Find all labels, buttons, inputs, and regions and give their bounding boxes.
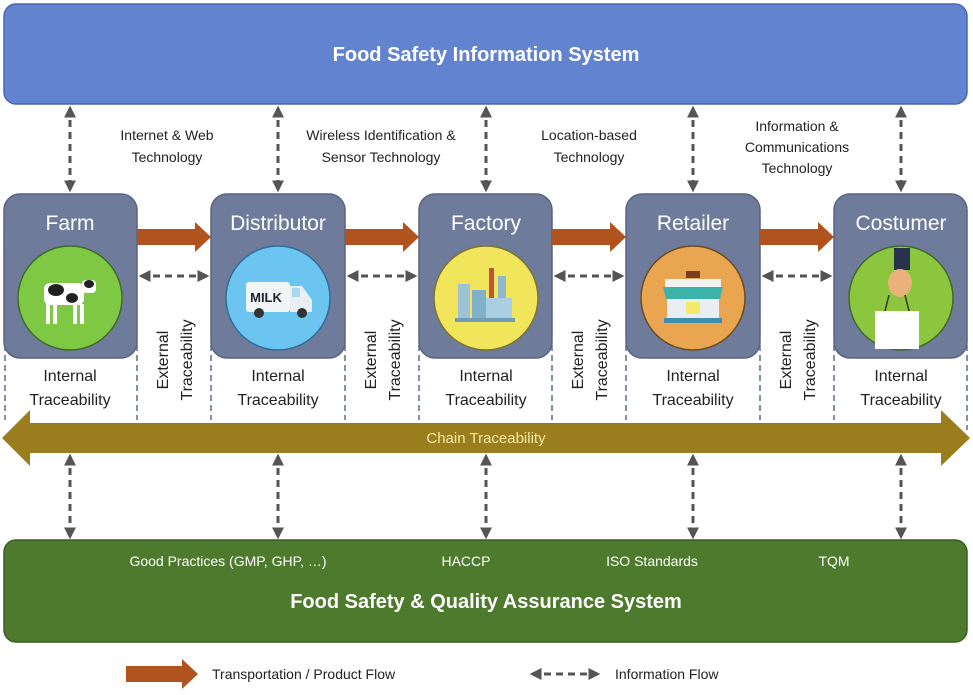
technology-labels: Internet & Web Technology Wireless Ident… [120,118,849,176]
factory-icon [433,245,539,351]
stage-label: Farm [46,212,95,235]
cow-icon [17,245,123,351]
external-label: External [155,331,172,390]
tech-label: Technology [762,160,833,176]
external-label: External [570,331,587,390]
stage-distributor: Distributor MILK [210,193,346,359]
external-label: Traceability [802,319,819,400]
internal-label: Traceability [652,392,733,409]
product-flow-arrow [760,222,834,252]
stage-label: Factory [451,212,522,235]
tech-label: Wireless Identification & [306,127,456,143]
internal-label: Traceability [29,392,110,409]
stage-costumer: Costumer [833,193,968,359]
external-label: Traceability [179,319,196,400]
legend: Transportation / Product Flow Informatio… [126,659,719,689]
stage-label: Retailer [657,212,729,235]
tech-label: Information & [755,118,839,134]
external-traceability-labels: External Traceability External Traceabil… [155,319,819,400]
tech-label: Location-based [541,127,637,143]
internal-label: Traceability [860,392,941,409]
stage-label: Distributor [230,212,326,235]
legend-information-flow: Information Flow [615,666,719,682]
product-flow-arrow [552,222,626,252]
product-flow-arrows [137,222,834,252]
external-label: Traceability [594,319,611,400]
food-safety-information-system: Food Safety Information System [3,3,968,105]
store-icon [640,245,746,351]
chain-traceability-arrow: Chain Traceability [2,410,970,466]
external-label: External [778,331,795,390]
product-flow-arrow [345,222,419,252]
internal-label: Internal [459,368,512,385]
milk-label: MILK [250,290,282,305]
bottom-system-title: Food Safety & Quality Assurance System [290,591,682,613]
internal-label: Internal [874,368,927,385]
milk-truck-icon: MILK [225,245,331,351]
bottom-info-arrows [64,453,907,540]
tech-label: Internet & Web [120,127,213,143]
chain-traceability-label: Chain Traceability [426,430,546,447]
stage-label: Costumer [855,212,946,235]
qa-item: HACCP [441,553,490,569]
stage-factory: Factory [418,193,553,359]
internal-traceability-labels: Internal Traceability Internal Traceabil… [29,368,941,409]
tech-label: Communications [745,139,849,155]
internal-label: Traceability [237,392,318,409]
traceability-separators [4,345,968,430]
qa-item: ISO Standards [606,553,698,569]
top-system-title: Food Safety Information System [333,44,640,66]
tech-label: Technology [132,149,203,165]
stage-farm: Farm [3,193,138,359]
food-safety-quality-assurance-system: Good Practices (GMP, GHP, …) HACCP ISO S… [3,539,968,643]
legend-product-flow: Transportation / Product Flow [212,666,396,682]
internal-label: Internal [666,368,719,385]
product-flow-arrow [137,222,211,252]
stage-retailer: Retailer [625,193,761,359]
legend-product-arrow-icon [126,659,198,689]
tech-label: Sensor Technology [322,149,441,165]
internal-label: Internal [43,368,96,385]
qa-item: TQM [818,553,849,569]
external-label: External [363,331,380,390]
internal-label: Internal [251,368,304,385]
shopping-bag-icon [848,245,954,351]
qa-item: Good Practices (GMP, GHP, …) [129,553,326,569]
top-info-arrows [64,105,907,193]
external-label: Traceability [387,319,404,400]
internal-label: Traceability [445,392,526,409]
tech-label: Technology [554,149,625,165]
